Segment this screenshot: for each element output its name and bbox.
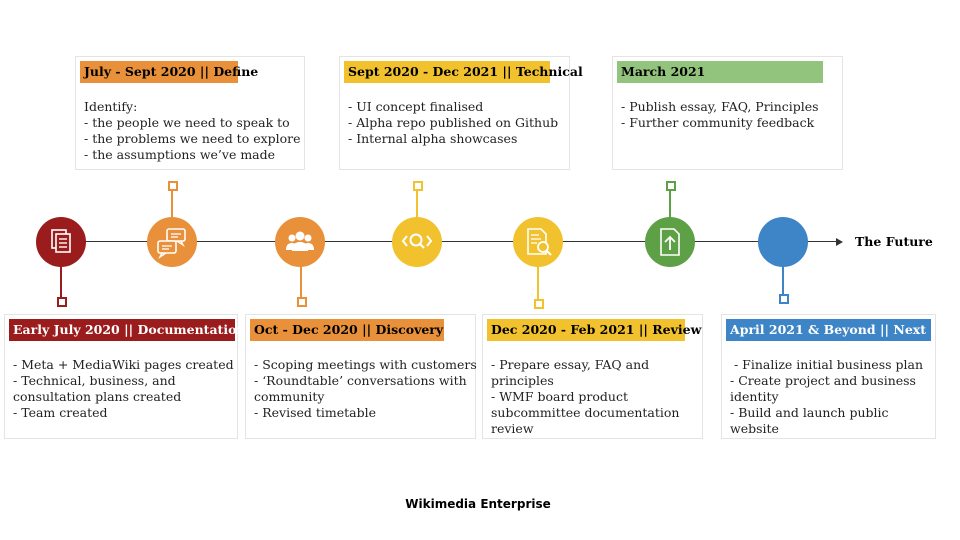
card-body: - UI concept finalised - Alpha repo publ… xyxy=(348,99,565,147)
card-line: community xyxy=(254,389,325,404)
card-body: Identify: - the people we need to speak … xyxy=(84,99,301,163)
card-line: - UI concept finalised xyxy=(348,99,484,114)
card-define: July - Sept 2020 || Define Identify: - t… xyxy=(75,56,305,170)
card-line: website xyxy=(730,421,779,436)
connector-marker xyxy=(666,181,676,191)
chat-bubbles-icon xyxy=(147,217,197,267)
connector-stem xyxy=(537,266,539,300)
documents-icon xyxy=(36,217,86,267)
card-body: - Finalize initial business plan - Creat… xyxy=(730,357,931,437)
card-line: - Technical, business, and xyxy=(13,373,176,388)
card-review: Dec 2020 - Feb 2021 || Review - Prepare … xyxy=(482,314,703,439)
card-line: - Prepare essay, FAQ and xyxy=(491,357,650,372)
card-line: consultation plans created xyxy=(13,389,182,404)
card-line: subcommittee documentation xyxy=(491,405,680,420)
card-line: - Scoping meetings with customers xyxy=(254,357,477,372)
card-line: - the people we need to speak to xyxy=(84,115,290,130)
connector-marker xyxy=(534,299,544,309)
upload-file-icon xyxy=(645,217,695,267)
connector-marker xyxy=(57,297,67,307)
card-documentation: Early July 2020 || Documentation - Meta … xyxy=(4,314,246,439)
card-line: - Finalize initial business plan xyxy=(730,357,924,372)
card-line: - Alpha repo published on Github xyxy=(348,115,559,130)
card-title: July - Sept 2020 || Define xyxy=(80,61,258,83)
card-march: March 2021 - Publish essay, FAQ, Princip… xyxy=(612,56,843,170)
document-search-icon xyxy=(513,217,563,267)
connector-stem xyxy=(782,266,784,296)
connector-marker xyxy=(168,181,178,191)
card-line: - Team created xyxy=(13,405,108,420)
empty-circle xyxy=(758,217,808,267)
card-line: - Create project and business xyxy=(730,373,916,388)
connector-marker xyxy=(297,297,307,307)
connector-marker xyxy=(413,181,423,191)
card-line: - Internal alpha showcases xyxy=(348,131,518,146)
card-line: - the assumptions we’ve made xyxy=(84,147,276,162)
people-group-icon xyxy=(275,217,325,267)
card-line: - Revised timetable xyxy=(254,405,376,420)
timeline-axis xyxy=(60,241,838,242)
connector-marker xyxy=(779,294,789,304)
card-body: - Prepare essay, FAQ and principles - WM… xyxy=(491,357,698,437)
code-search-icon xyxy=(392,217,442,267)
card-line: - ‘Roundtable’ conversations with xyxy=(254,373,467,388)
card-title: Sept 2020 - Dec 2021 || Technical xyxy=(344,61,583,83)
card-technical: Sept 2020 - Dec 2021 || Technical - UI c… xyxy=(339,56,583,170)
future-label: The Future xyxy=(855,234,933,249)
card-line: Identify: xyxy=(84,99,138,114)
card-title: April 2021 & Beyond || Next xyxy=(726,319,931,341)
card-line: - Further community feedback xyxy=(621,115,815,130)
card-body: - Publish essay, FAQ, Principles - Furth… xyxy=(621,99,838,131)
card-title: Early July 2020 || Documentation xyxy=(9,319,246,341)
timeline-arrowhead xyxy=(836,238,843,246)
connector-stem xyxy=(171,190,173,218)
card-next: April 2021 & Beyond || Next - Finalize i… xyxy=(721,314,936,439)
connector-stem xyxy=(416,190,418,218)
card-line: - Meta + MediaWiki pages created xyxy=(13,357,234,372)
card-title: March 2021 xyxy=(617,61,823,83)
card-line: principles xyxy=(491,373,554,388)
connector-stem xyxy=(300,266,302,298)
connector-stem xyxy=(60,266,62,298)
card-line: - Build and launch public xyxy=(730,405,889,420)
card-line: review xyxy=(491,421,534,436)
footer-brand: Wikimedia Enterprise xyxy=(405,497,551,511)
card-discovery: Oct - Dec 2020 || Discovery - Scoping me… xyxy=(245,314,477,439)
card-line: - WMF board product xyxy=(491,389,628,404)
card-body: - Meta + MediaWiki pages created - Techn… xyxy=(13,357,234,421)
card-line: - the problems we need to explore xyxy=(84,131,301,146)
card-body: - Scoping meetings with customers - ‘Rou… xyxy=(254,357,477,421)
card-line: identity xyxy=(730,389,779,404)
card-line: - Publish essay, FAQ, Principles xyxy=(621,99,819,114)
connector-stem xyxy=(669,190,671,218)
card-title: Dec 2020 - Feb 2021 || Review xyxy=(487,319,701,341)
card-title: Oct - Dec 2020 || Discovery xyxy=(250,319,444,341)
